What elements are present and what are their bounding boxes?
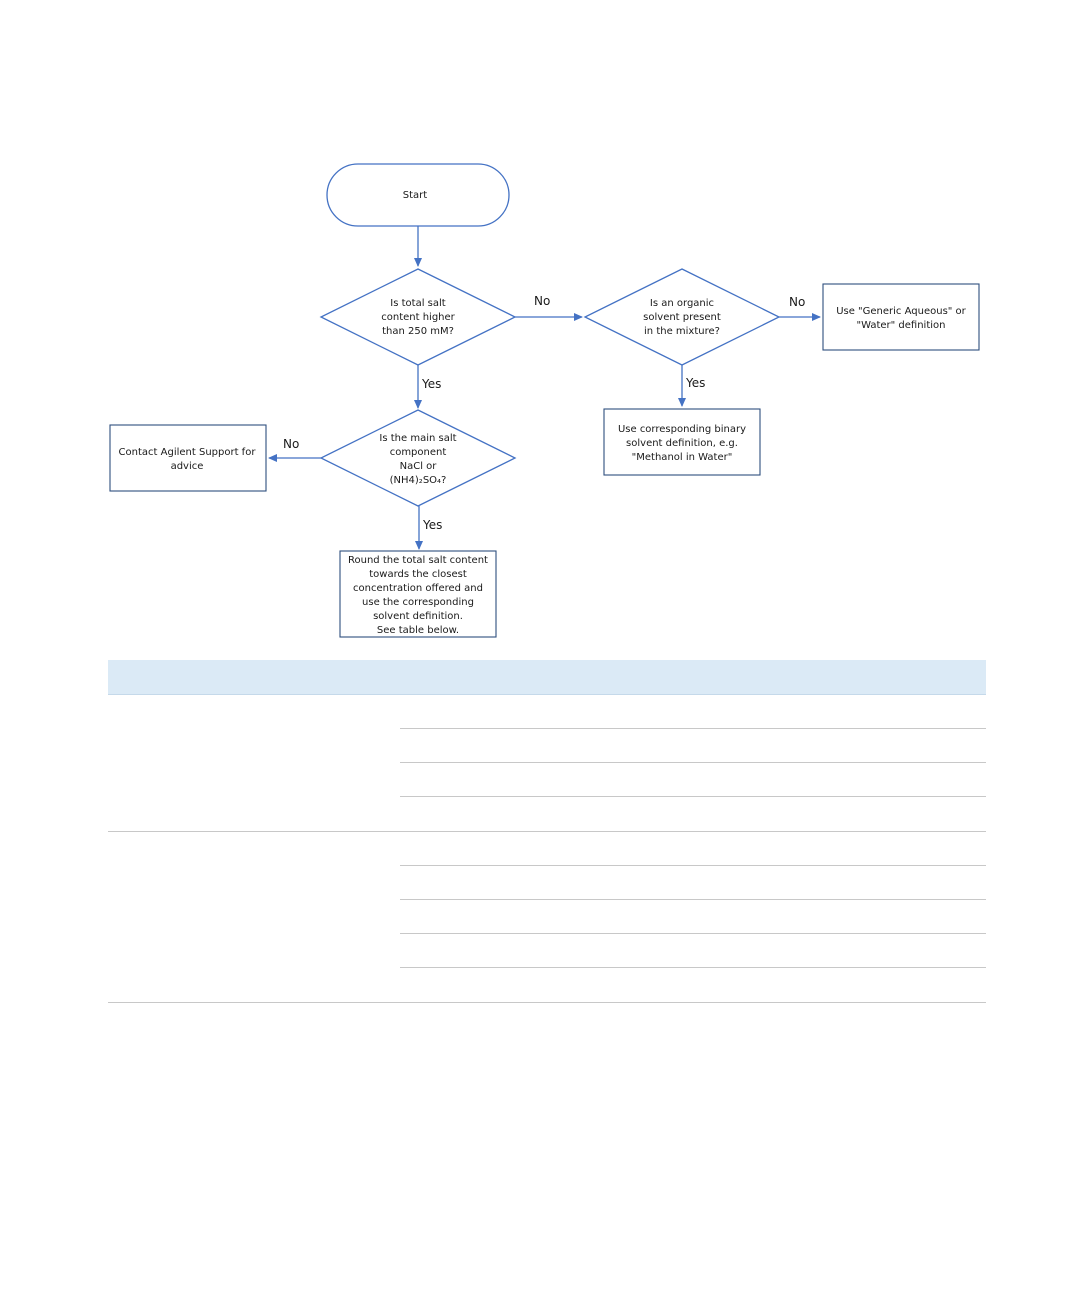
- flowchart: No No No Yes Yes Yes Start Is total salt…: [109, 163, 980, 638]
- node-text-line: content higher: [381, 312, 455, 323]
- binary-solvent-box: [603, 408, 761, 476]
- table-group: [108, 832, 986, 1003]
- contact-support-label: Contact Agilent Support for advice: [119, 447, 257, 472]
- edge-label-no: No: [789, 295, 805, 309]
- node-text-line: in the mixture?: [644, 326, 720, 337]
- node-text-line: Is the main salt: [379, 433, 456, 444]
- binary-solvent-label: Use corresponding binary solvent definiti…: [618, 424, 746, 463]
- edge-label-yes: Yes: [421, 377, 441, 391]
- table-row: [400, 934, 986, 968]
- node-text-line: Round the total salt content: [348, 555, 488, 566]
- node-text-line: "Methanol in Water": [632, 452, 733, 463]
- node-text-line: Is total salt: [390, 298, 445, 309]
- edge-label-yes: Yes: [422, 518, 442, 532]
- edge-label-no: No: [534, 294, 550, 308]
- node-text-line: concentration offered and: [353, 583, 483, 594]
- decision-salt-content: [319, 268, 517, 366]
- node-text-line: (NH4)₂SO₄?: [390, 475, 447, 486]
- node-text-line: solvent definition.: [373, 611, 463, 622]
- start-terminal: [326, 163, 510, 227]
- round-salt-box: [339, 550, 497, 638]
- decision-salt-content-label: Is total salt content higher than 250 mM?: [381, 298, 455, 337]
- node-text-line: use the corresponding: [362, 597, 474, 608]
- table-row: [400, 900, 986, 934]
- node-text-line: Use "Generic Aqueous" or: [836, 306, 966, 317]
- node-text-line: solvent definition, e.g.: [626, 438, 738, 449]
- node-text-line: See table below.: [377, 625, 459, 636]
- node-text-line: advice: [171, 461, 204, 472]
- node-text-line: Is an organic: [650, 298, 714, 309]
- decision-organic-solvent-label: Is an organic solvent present in the mixtu…: [643, 298, 721, 337]
- table-group: [108, 695, 986, 832]
- node-text-line: "Water" definition: [856, 320, 945, 331]
- start-label: Start: [403, 190, 428, 201]
- table-header: [108, 660, 986, 695]
- decision-organic-solvent: [583, 268, 781, 366]
- table-row: [400, 729, 986, 763]
- node-text-line: than 250 mM?: [382, 326, 454, 337]
- node-text-line: NaCl or: [400, 461, 438, 472]
- generic-aqueous-box: [822, 283, 980, 351]
- edge-label-yes: Yes: [685, 376, 705, 390]
- node-text-line: Start: [403, 190, 428, 201]
- decision-main-salt: [319, 409, 517, 507]
- generic-aqueous-label: Use "Generic Aqueous" or "Water" definiti…: [836, 306, 966, 331]
- edge-label-no: No: [283, 437, 299, 451]
- node-text-line: Contact Agilent Support for: [119, 447, 257, 458]
- node-text-line: towards the closest: [369, 569, 467, 580]
- node-text-line: component: [390, 447, 447, 458]
- table-row: [400, 763, 986, 797]
- table-row: [400, 832, 986, 866]
- table-row: [400, 797, 986, 831]
- round-salt-label: Round the total salt content towards the …: [348, 555, 488, 636]
- solvent-table: [108, 660, 986, 1003]
- node-text-line: Use corresponding binary: [618, 424, 746, 435]
- table-row: [400, 695, 986, 729]
- table-row: [400, 968, 986, 1002]
- node-text-line: solvent present: [643, 312, 721, 323]
- table-row: [400, 866, 986, 900]
- contact-support-box: [109, 424, 267, 492]
